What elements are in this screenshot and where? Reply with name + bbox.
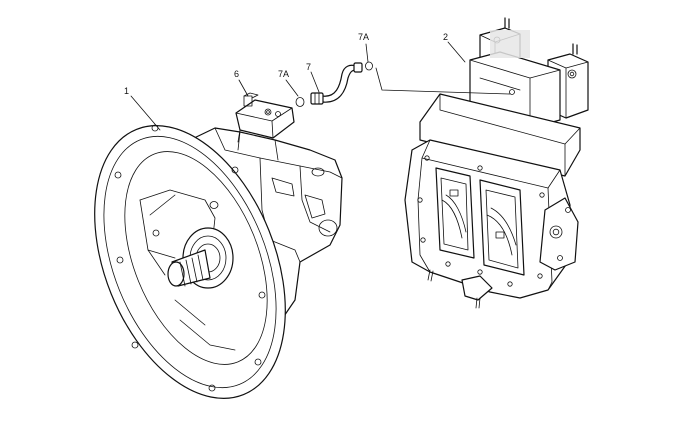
leader-7a-to-port (375, 67, 511, 95)
callout-label-7a-left: 7A (278, 69, 289, 79)
leader-7a-left (285, 79, 299, 97)
callout-labels: 1 6 7A 7 7A 2 (124, 32, 448, 96)
pump-assembly (94, 92, 343, 399)
upper-valve-body (469, 17, 589, 129)
housing-case (404, 139, 579, 309)
leader-2 (447, 41, 466, 63)
leader-7a-right (365, 43, 369, 63)
housing-slab (419, 93, 581, 177)
flange-bolt-holes (114, 124, 266, 392)
valve-block (235, 92, 295, 143)
callout-label-1: 1 (124, 86, 129, 96)
callout-label-6: 6 (234, 69, 239, 79)
blurred-patch (490, 30, 530, 58)
callout-label-7: 7 (306, 62, 311, 72)
o-ring-left (295, 97, 305, 107)
callout-leaders (130, 41, 511, 131)
drive-shaft (167, 227, 234, 289)
callout-label-7a-right: 7A (358, 32, 369, 42)
leader-6 (238, 79, 249, 97)
valve-housing (404, 17, 589, 309)
o-ring-right (365, 61, 373, 71)
callout-label-2: 2 (443, 32, 448, 42)
hydraulic-line (295, 61, 373, 107)
leader-1 (130, 95, 161, 131)
leader-7 (310, 71, 320, 93)
